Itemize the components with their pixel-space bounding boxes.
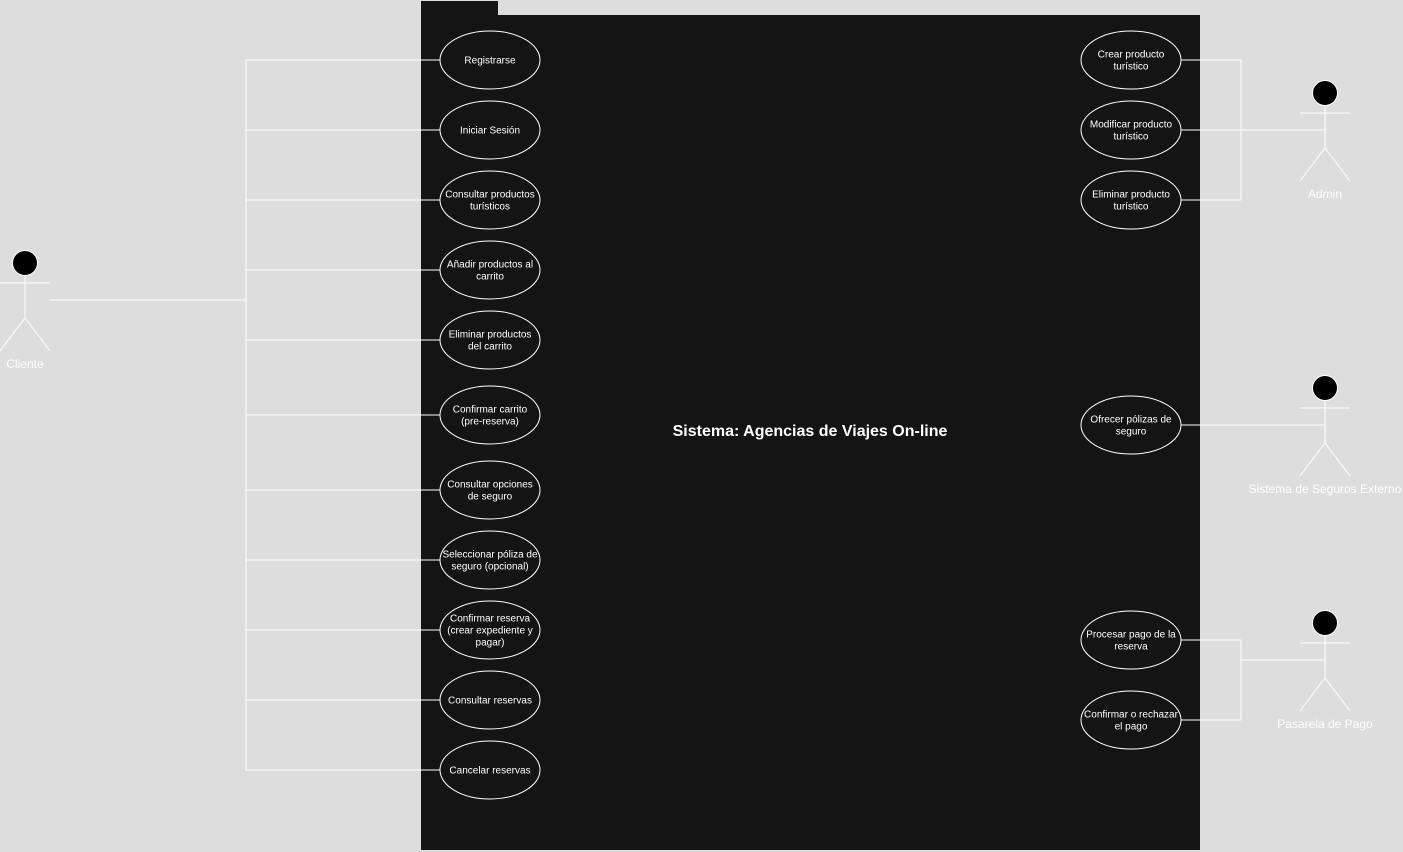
system-boundary (421, 15, 1200, 850)
system-title: Sistema: Agencias de Viajes On-line (673, 423, 948, 440)
actor-label-seguros: Sistema de Seguros Externo (1249, 482, 1402, 496)
use-case-label: el pago (1115, 722, 1148, 733)
actors (0, 80, 1351, 712)
use-case-ellipse (439, 385, 541, 445)
use-case-ellipse (439, 670, 541, 730)
use-case-label: Modificar producto (1090, 120, 1173, 131)
use-case-label: de seguro (468, 492, 513, 503)
actor-label-admin: Admin (1308, 187, 1342, 201)
actor-leg-right (24, 317, 51, 352)
use-case-ellipse (439, 170, 541, 230)
use-case-ellipse (1080, 610, 1182, 670)
use-case-ellipse (1080, 30, 1182, 90)
use-case-client-1[interactable]: Registrarse (439, 30, 541, 90)
use-case-ellipse (1080, 170, 1182, 230)
use-case-label: Registrarse (464, 56, 516, 67)
use-case-label: Crear producto (1098, 50, 1165, 61)
actor-head (1312, 375, 1338, 401)
use-case-label: (crear expediente y (447, 626, 533, 637)
use-case-label: seguro (1116, 427, 1147, 438)
use-case-label: Seleccionar póliza de (442, 550, 537, 561)
use-case-label: Consultar reservas (448, 696, 532, 707)
actor-leg-left (1299, 677, 1326, 712)
use-case-label: turístico (1113, 62, 1148, 73)
use-case-label: Confirmar reserva (450, 614, 530, 625)
use-case-label: Confirmar carrito (453, 405, 528, 416)
actor-label-pasarela: Pasarela de Pago (1277, 717, 1373, 731)
actor-cliente (0, 250, 51, 352)
use-case-label: turístico (1113, 202, 1148, 213)
actor-leg-right (1324, 147, 1351, 182)
use-case-label: Consultar opciones (447, 480, 533, 491)
actor-leg-left (0, 317, 26, 352)
use-case-ellipse (439, 600, 541, 660)
use-case-label: turístico (1113, 132, 1148, 143)
use-case-label: Añadir productos al (447, 260, 533, 271)
use-case-ellipse (1080, 690, 1182, 750)
use-case-client-10[interactable]: Consultar reservas (439, 670, 541, 730)
use-case-label: Cancelar reservas (449, 766, 530, 777)
actor-leg-right (1324, 677, 1351, 712)
use-case-ellipse (439, 100, 541, 160)
use-case-client-9[interactable]: Confirmar reserva(crear expediente ypaga… (439, 600, 541, 660)
use-case-label: Confirmar o rechazar (1084, 710, 1179, 721)
actor-leg-left (1299, 442, 1326, 477)
use-case-label: pagar) (476, 638, 505, 649)
use-case-label: Eliminar producto (1092, 190, 1170, 201)
use-case-ellipse (1080, 100, 1182, 160)
actor-leg-right (1324, 442, 1351, 477)
use-case-label: Procesar pago de la (1086, 630, 1176, 641)
actor-head (1312, 610, 1338, 636)
use-case-client-11[interactable]: Cancelar reservas (439, 740, 541, 800)
use-case-label: carrito (476, 272, 504, 283)
actor-head (1312, 80, 1338, 106)
use-case-label: Consultar productos (445, 190, 535, 201)
association-lines (50, 59, 1325, 771)
use-case-label: reserva (1114, 642, 1148, 653)
use-case-client-2[interactable]: Iniciar Sesión (439, 100, 541, 160)
use-case-label: seguro (opcional) (451, 562, 528, 573)
actor-pasarela (1299, 610, 1351, 712)
use-case-label: turísticos (470, 202, 510, 213)
actor-label-cliente: Cliente (6, 357, 44, 371)
use-case-ellipse (439, 740, 541, 800)
actor-head (12, 250, 38, 276)
use-case-ellipse (439, 30, 541, 90)
use-case-client-6[interactable]: Confirmar carrito(pre-reserva) (439, 385, 541, 445)
actor-admin (1299, 80, 1351, 182)
use-case-label: Iniciar Sesión (460, 126, 520, 137)
use-case-label: Ofrecer pólizas de (1090, 415, 1172, 426)
use-case-label: (pre-reserva) (461, 417, 519, 428)
use-case-label: del carrito (468, 342, 512, 353)
actor-seguros (1299, 375, 1351, 477)
use-case-ellipse (439, 310, 541, 370)
use-case-ellipse (439, 530, 541, 590)
use-case-ellipse (439, 460, 541, 520)
system-tab (421, 1, 498, 15)
use-case-ellipse (439, 240, 541, 300)
actor-leg-left (1299, 147, 1326, 182)
use-case-ellipse (1080, 395, 1182, 455)
use-case-label: Eliminar productos (449, 330, 532, 341)
